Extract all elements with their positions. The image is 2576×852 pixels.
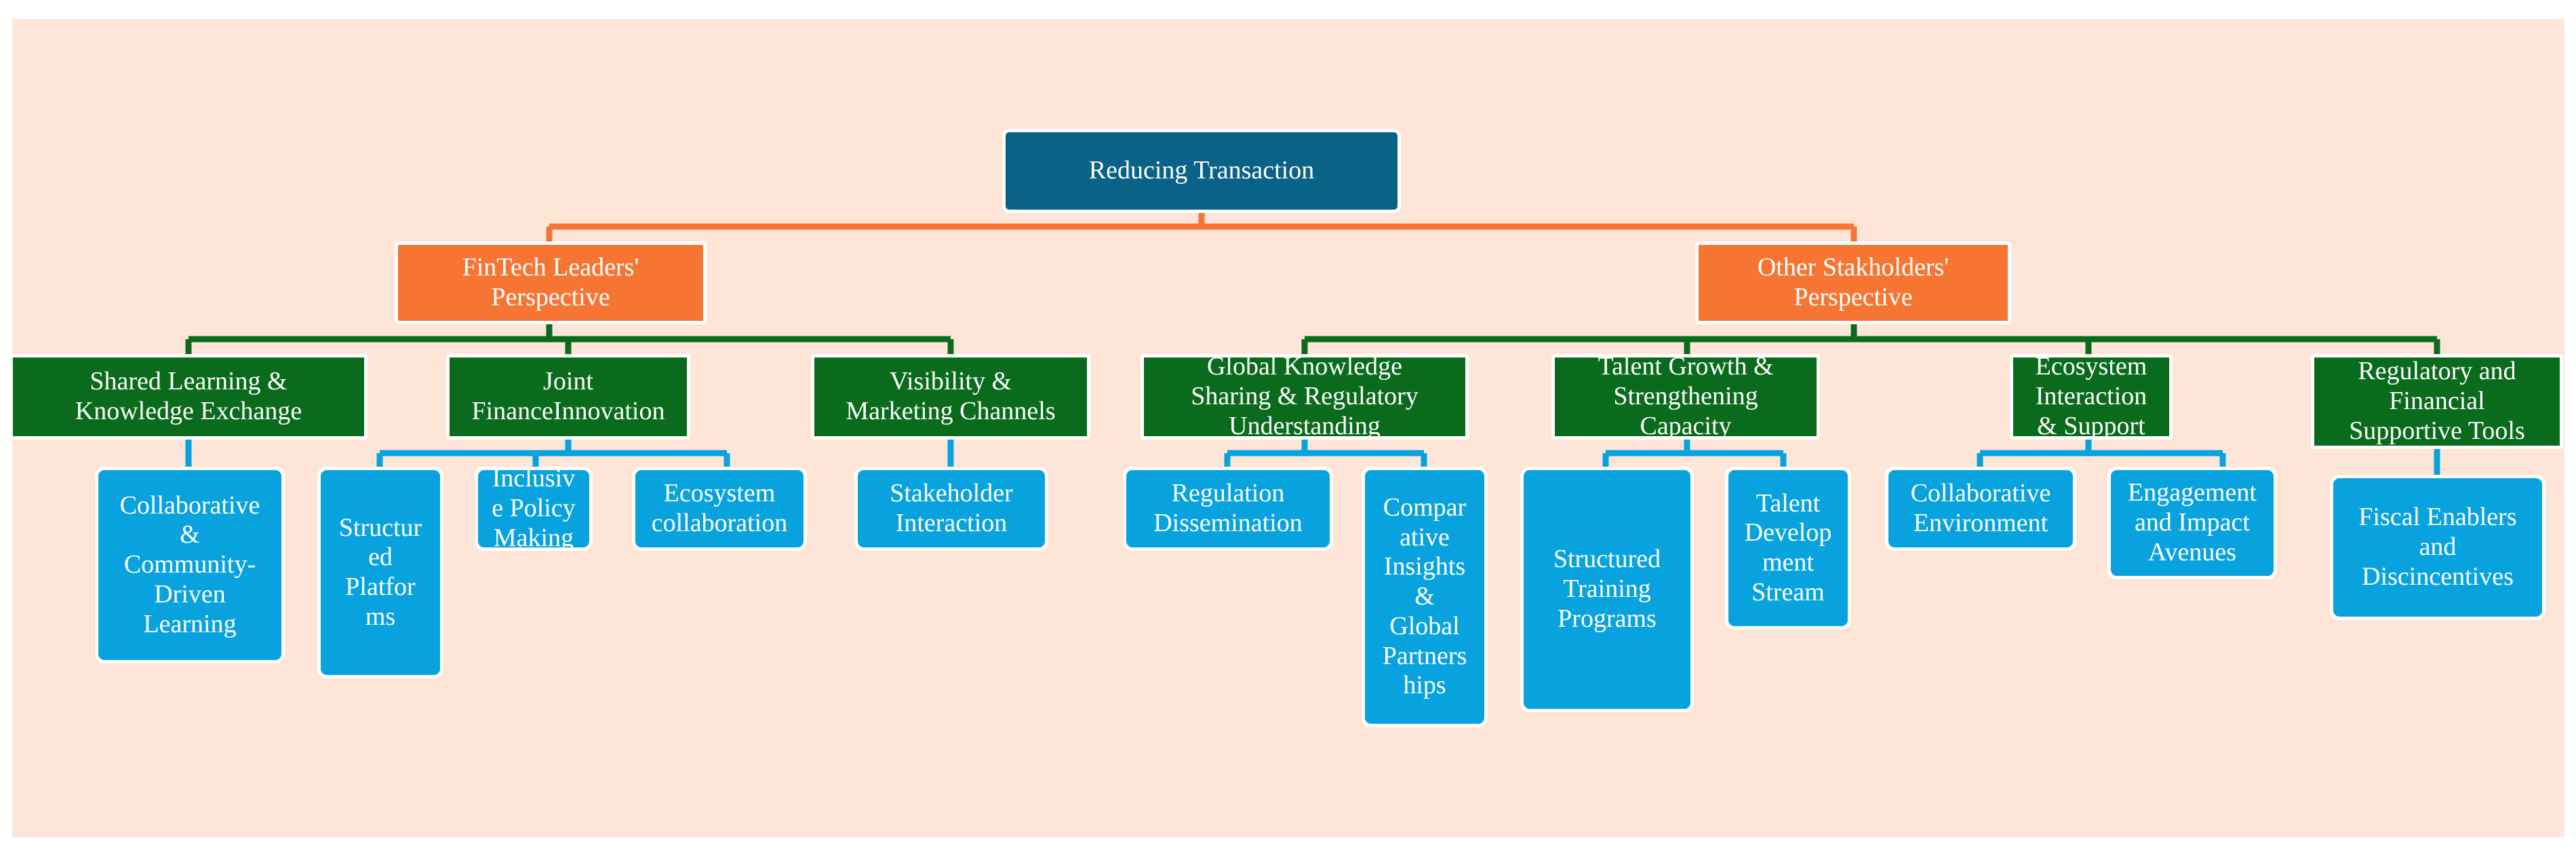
leaf-label: Collaborative Environment	[1910, 479, 2051, 537]
category-regulatory-financial-tools: Regulatory and Financial Supportive Tool…	[2311, 354, 2563, 449]
leaf-engagement-impact-avenues: Engagement and Impact Avenues	[2107, 467, 2277, 579]
category-visibility-marketing: Visibility & Marketing Channels	[811, 354, 1090, 440]
category-label: Visibility & Marketing Channels	[846, 367, 1056, 425]
category-label: Global Knowledge Sharing & Regulatory Un…	[1191, 354, 1419, 440]
category-label: Talent Growth & Strengthening Capacity	[1598, 354, 1774, 440]
leaf-comparative-insights: Compar ative Insights & Global Partners …	[1362, 467, 1488, 727]
category-label: Joint FinanceInnovation	[471, 367, 665, 425]
perspective-label: FinTech Leaders' Perspective	[462, 253, 639, 311]
category-shared-learning: Shared Learning & Knowledge Exchange	[9, 354, 368, 440]
perspective-other-stakeholders: Other Stakholders' Perspective	[1695, 241, 2011, 324]
category-ecosystem-interaction: Ecosystem Interaction & Support	[2010, 354, 2173, 440]
category-joint-finance-innovation: Joint FinanceInnovation	[446, 354, 690, 440]
leaf-label: Inclusiv e Policy Making	[492, 467, 576, 551]
perspective-label: Other Stakholders' Perspective	[1757, 253, 1949, 311]
category-label: Regulatory and Financial Supportive Tool…	[2349, 357, 2525, 445]
leaf-label: Engagement and Impact Avenues	[2128, 478, 2257, 566]
category-label: Ecosystem Interaction & Support	[2035, 354, 2147, 440]
leaf-structured-training-programs: Structured Training Programs	[1520, 467, 1694, 712]
leaf-talent-development-stream: Talent Develop ment Stream	[1725, 467, 1851, 630]
root-label: Reducing Transaction	[1088, 156, 1315, 185]
leaf-label: Stakeholder Interaction	[890, 479, 1013, 537]
perspective-fintech-leaders: FinTech Leaders' Perspective	[395, 241, 707, 324]
leaf-label: Compar ative Insights & Global Partners …	[1382, 493, 1467, 700]
leaf-regulation-dissemination: Regulation Dissemination	[1123, 467, 1333, 551]
category-talent-growth: Talent Growth & Strengthening Capacity	[1551, 354, 1820, 440]
leaf-label: Collaborative & Community- Driven Learni…	[119, 490, 260, 638]
leaf-label: Ecosystem collaboration	[651, 479, 788, 537]
root-node: Reducing Transaction	[1002, 129, 1401, 213]
leaf-collaborative-learning: Collaborative & Community- Driven Learni…	[95, 467, 285, 663]
root-connectors	[546, 212, 1857, 246]
category-global-knowledge: Global Knowledge Sharing & Regulatory Un…	[1141, 354, 1469, 440]
leaf-inclusive-policy-making: Inclusiv e Policy Making	[475, 467, 593, 551]
leaf-label: Regulation Dissemination	[1153, 479, 1303, 537]
category-label: Shared Learning & Knowledge Exchange	[75, 367, 302, 425]
leaf-structured-platforms: Structur ed Platfor ms	[317, 467, 443, 678]
leaf-label: Fiscal Enablers and Discincentives	[2358, 503, 2517, 591]
leaf-label: Structur ed Platfor ms	[338, 513, 422, 631]
leaf-collaborative-environment: Collaborative Environment	[1885, 467, 2076, 551]
perspective-connectors	[185, 323, 2440, 358]
leaf-stakeholder-interaction: Stakeholder Interaction	[854, 467, 1048, 551]
leaf-ecosystem-collaboration: Ecosystem collaboration	[632, 467, 807, 551]
leaf-label: Talent Develop ment Stream	[1744, 488, 1832, 606]
leaf-label: Structured Training Programs	[1553, 545, 1661, 633]
leaf-fiscal-enablers: Fiscal Enablers and Discincentives	[2330, 475, 2545, 620]
